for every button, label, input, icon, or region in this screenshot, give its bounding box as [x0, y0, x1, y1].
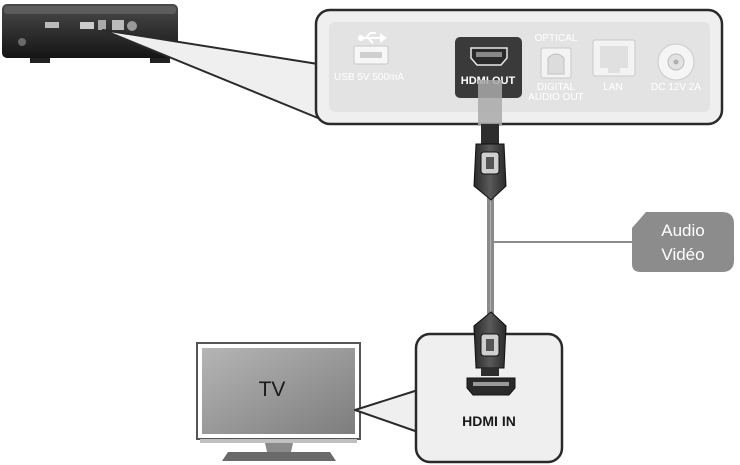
- media-player-device: [2, 4, 178, 63]
- tv-screen: [202, 348, 355, 434]
- tv-zoom-wedge: [354, 389, 419, 433]
- digital-audio-out-label-2: AUDIO OUT: [528, 92, 584, 103]
- lan-port-icon: [592, 39, 636, 77]
- tv: [196, 342, 361, 461]
- tv-stand-neck: [265, 443, 293, 452]
- dc-power-port-icon: [657, 43, 695, 81]
- tv-label: TV: [259, 378, 286, 401]
- audio-label: Audio: [661, 221, 704, 240]
- tv-stand-base: [222, 452, 336, 461]
- dc-power-label: DC 12V 2A: [651, 82, 701, 93]
- usb-icon: [358, 32, 387, 44]
- power-button-icon: [18, 38, 26, 46]
- hdmi-plug-bottom-overlay: [473, 311, 507, 376]
- optical-label: OPTICAL: [535, 33, 578, 44]
- optical-port-icon: [540, 47, 572, 79]
- lan-label: LAN: [603, 82, 622, 93]
- hdmi-in-label: HDMI IN: [462, 413, 516, 429]
- hdmi-plug-top: [473, 124, 507, 201]
- hdmi-in-port-icon: [466, 377, 516, 396]
- hdmi-in-port: [466, 377, 516, 396]
- digital-audio-out-label: DIGITAL: [537, 82, 576, 93]
- usb-port-small-icon: [45, 22, 59, 28]
- usb-port: [353, 32, 389, 65]
- device-zoom-wedge: [102, 29, 319, 119]
- lan-port-small-icon: [112, 20, 124, 30]
- usb-port-label: USB 5V 500mA: [334, 72, 404, 83]
- hdmi-port-small-icon: [80, 22, 94, 29]
- audio-video-callout: Audio Vidéo: [632, 212, 734, 272]
- hdmi-out-port: [455, 37, 522, 98]
- video-label: Vidéo: [661, 245, 704, 264]
